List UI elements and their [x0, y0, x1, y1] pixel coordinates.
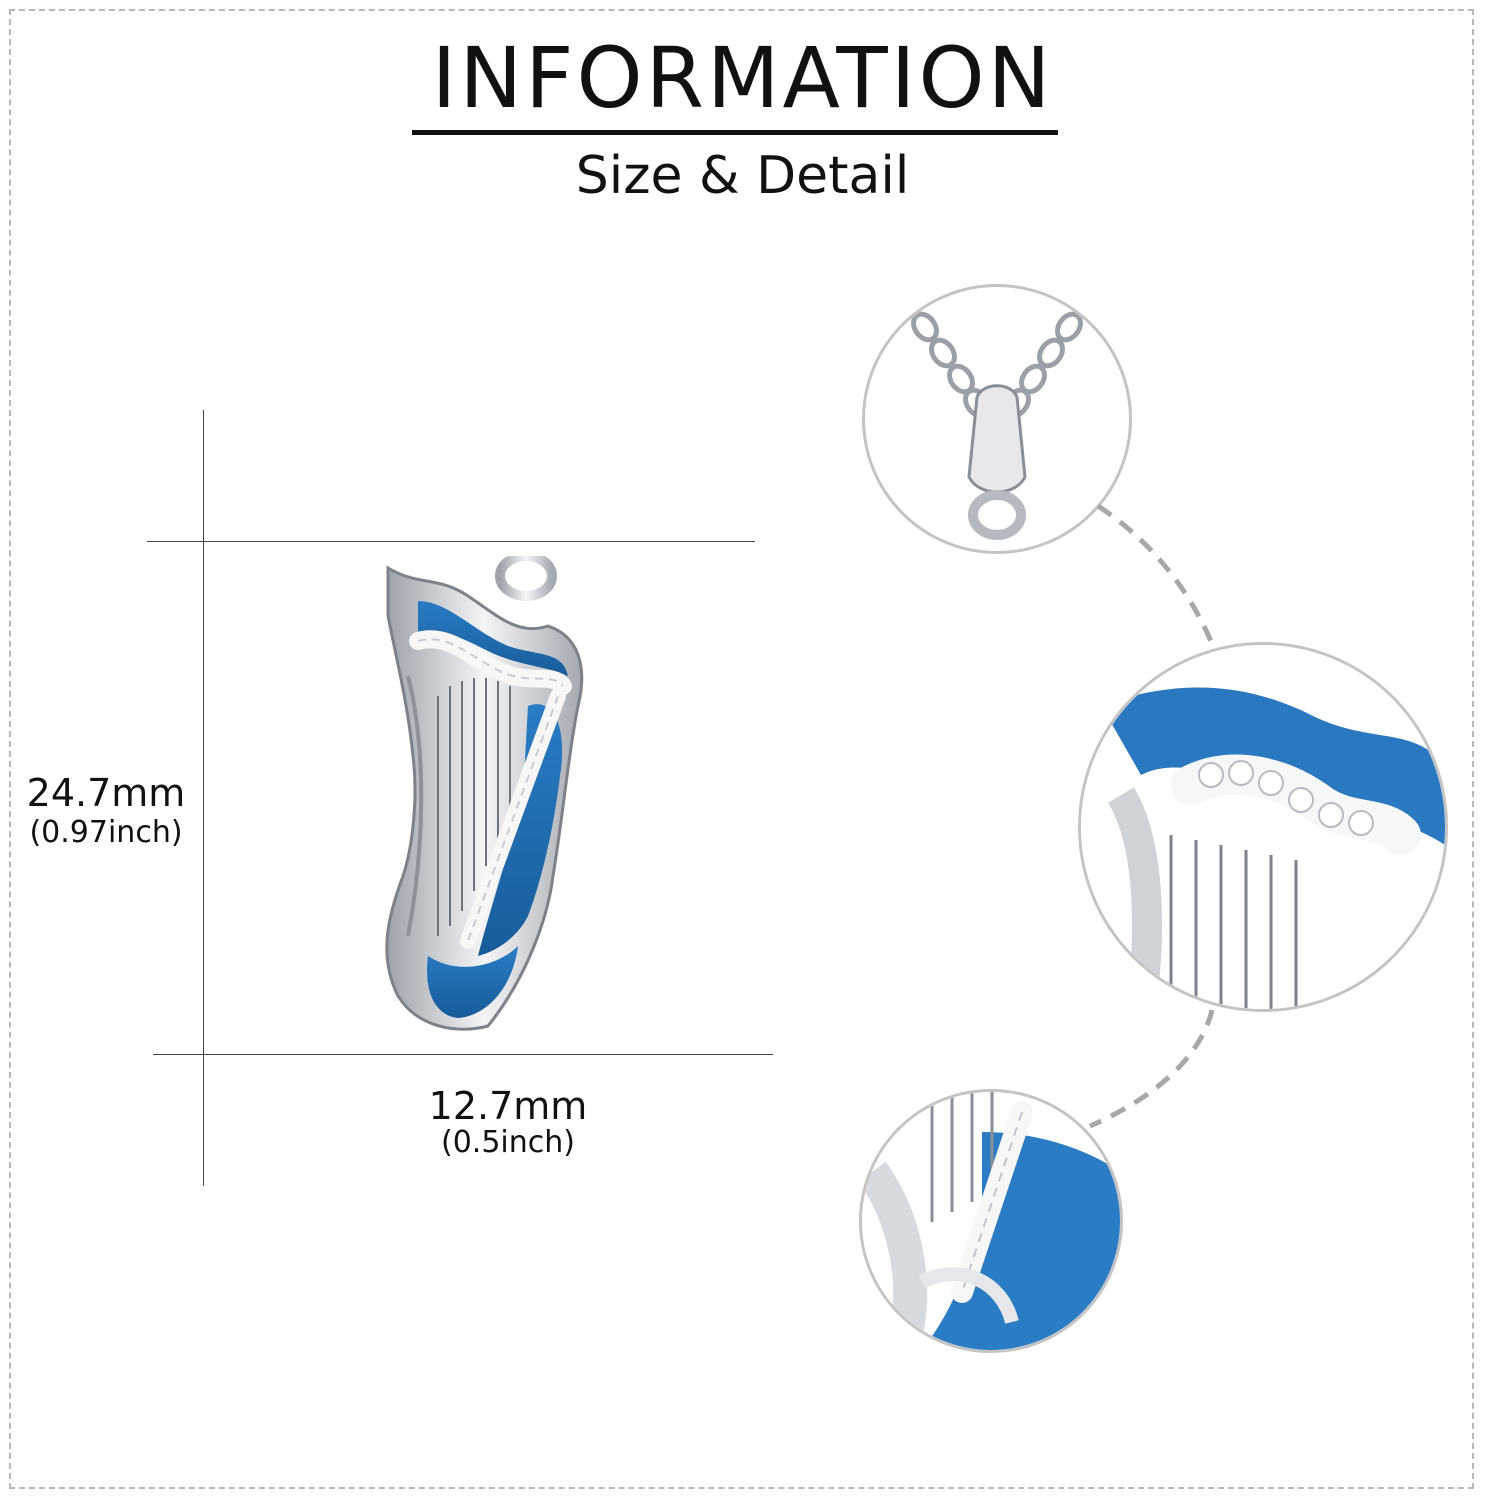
page-subtitle: Size & Detail	[575, 146, 910, 206]
bail-and-chain-detail	[862, 284, 1132, 554]
top-dimension-line	[147, 541, 755, 542]
width-mm-label: 12.7mm	[428, 1084, 588, 1128]
dashed-frame	[9, 9, 1474, 1489]
width-inch-label: (0.5inch)	[441, 1125, 575, 1160]
page-title: INFORMATION	[431, 29, 1054, 127]
vertical-dimension-line	[203, 410, 204, 1186]
title-underline	[412, 130, 1058, 135]
harp-bottom-detail	[859, 1089, 1123, 1353]
height-inch-label: (0.97inch)	[29, 815, 183, 850]
height-mm-label: 24.7mm	[26, 771, 186, 815]
bottom-dimension-line	[153, 1054, 773, 1055]
harp-pendant-image	[385, 556, 584, 1031]
harp-top-detail	[1078, 642, 1448, 1012]
